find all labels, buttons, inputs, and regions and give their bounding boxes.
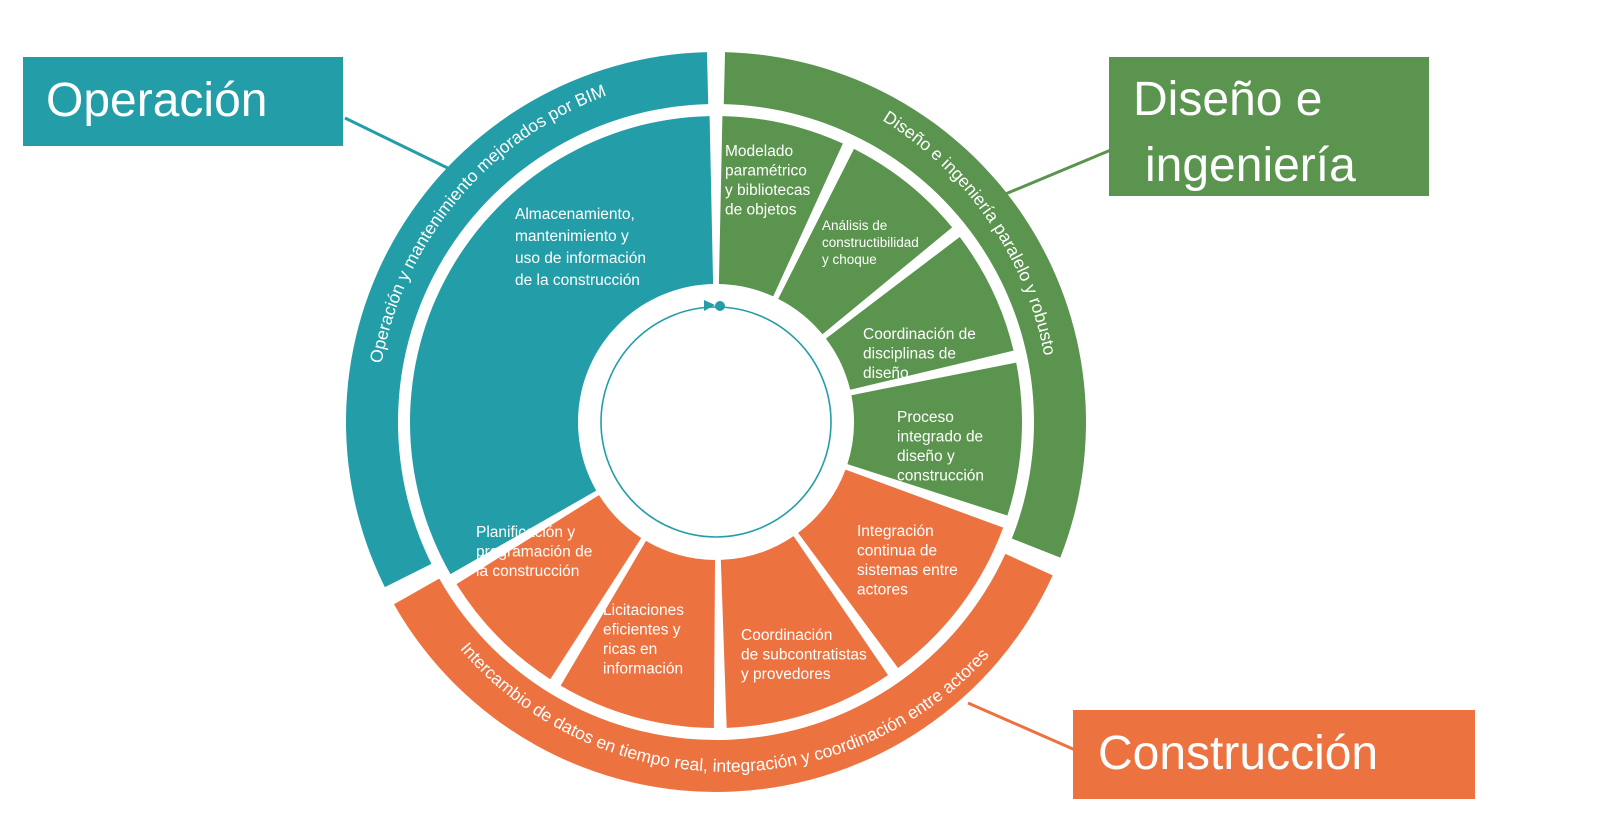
segment-label-coordination-line: disciplinas de	[863, 346, 956, 363]
cycle-ring	[600, 306, 832, 538]
segment-label-parametric-line: paramétrico	[725, 163, 807, 180]
title-box-construction	[1073, 710, 1475, 799]
segment-label-integrated-line: integrado de	[897, 429, 983, 446]
segment-label-integration-line: continua de	[857, 543, 937, 560]
segment-label-subcontractors-line: y provedores	[741, 666, 831, 683]
segment-label-integrated-line: Proceso	[897, 409, 954, 426]
title-box-design	[1109, 57, 1429, 196]
segment-label-planning-line: la construcción	[476, 563, 579, 580]
segment-label-subcontractors-line: Coordinación	[741, 627, 832, 644]
segment-label-integration: Integración continua de sistemas entre acto…	[857, 523, 958, 599]
segment-label-tenders: Licitaciones eficientes y ricas en informac…	[603, 602, 684, 678]
segment-label-tenders-line: eficientes y	[603, 622, 681, 639]
segment-design-clash	[778, 148, 953, 335]
segment-label-clash-line: constructibilidad	[822, 235, 919, 250]
segment-construction-subcontractors	[720, 536, 888, 728]
segment-label-parametric-line: y bibliotecas	[725, 182, 811, 199]
ring-design	[723, 52, 1087, 558]
segment-label-integration-line: sistemas entre	[857, 562, 958, 579]
segment-label-integrated-line: construcción	[897, 468, 984, 485]
title-operation: Operación	[46, 74, 267, 127]
segment-label-tenders-line: información	[603, 661, 683, 678]
segment-label-tenders-line: ricas en	[603, 641, 657, 658]
segment-label-planning-line: Planificación y	[476, 524, 575, 541]
segment-label-clash-line: y choque	[822, 252, 877, 267]
segment-label-integration-line: actores	[857, 582, 908, 599]
title-design-line-2: ingeniería	[1145, 139, 1356, 192]
segment-design-integrated	[847, 362, 1022, 516]
segment-label-coordination-line: Coordinación de	[863, 326, 976, 343]
segment-label-subcontractors: Coordinación de subcontratistas y provedor…	[741, 627, 867, 683]
segment-label-planning-line: programación de	[476, 544, 592, 561]
segment-label-operation-line: Almacenamiento,	[515, 206, 635, 223]
segment-label-integrated: Proceso integrado de diseño y construcción	[897, 409, 984, 485]
segment-construction-planning	[456, 495, 642, 680]
segment-label-clash: Análisis de constructibilidad y choque	[822, 218, 919, 267]
segment-label-parametric: Modelado paramétrico y bibliotecas de objet…	[725, 143, 811, 219]
segment-label-coordination-line: diseño	[863, 365, 909, 382]
segment-label-planning: Planificación y programación de la constru…	[476, 524, 592, 580]
segment-operation	[409, 116, 714, 575]
segment-design-coordination	[825, 236, 1014, 390]
cycle-arrow-icon	[704, 300, 715, 311]
segment-construction-integration	[798, 469, 1004, 668]
cycle-dot-icon	[715, 301, 725, 311]
title-design-line-1: Diseño e	[1133, 73, 1322, 126]
segment-label-operation: Almacenamiento, mantenimiento y uso de inf…	[515, 206, 646, 289]
ring-operation	[346, 52, 709, 588]
segment-design-parametric	[718, 116, 843, 297]
connector-operation	[344, 116, 463, 177]
segment-label-clash-line: Análisis de	[822, 218, 887, 233]
title-box-operation	[23, 57, 343, 146]
segment-label-operation-line: mantenimiento y	[515, 228, 629, 245]
connector-design	[1002, 140, 1131, 197]
segment-label-integration-line: Integración	[857, 523, 934, 540]
segment-label-parametric-line: de objetos	[725, 202, 797, 219]
segment-construction-tenders	[560, 540, 716, 728]
ring-construction	[393, 553, 1053, 793]
segment-label-integrated-line: diseño y	[897, 448, 955, 465]
segment-label-tenders-line: Licitaciones	[603, 602, 684, 619]
segment-label-parametric-line: Modelado	[725, 143, 793, 160]
segment-label-coordination: Coordinación de disciplinas de diseño	[863, 326, 976, 382]
title-construction: Construcción	[1098, 727, 1378, 780]
segment-label-operation-line: uso de información	[515, 250, 646, 267]
segment-label-subcontractors-line: de subcontratistas	[741, 647, 867, 664]
segment-label-operation-line: de la construcción	[515, 272, 640, 289]
